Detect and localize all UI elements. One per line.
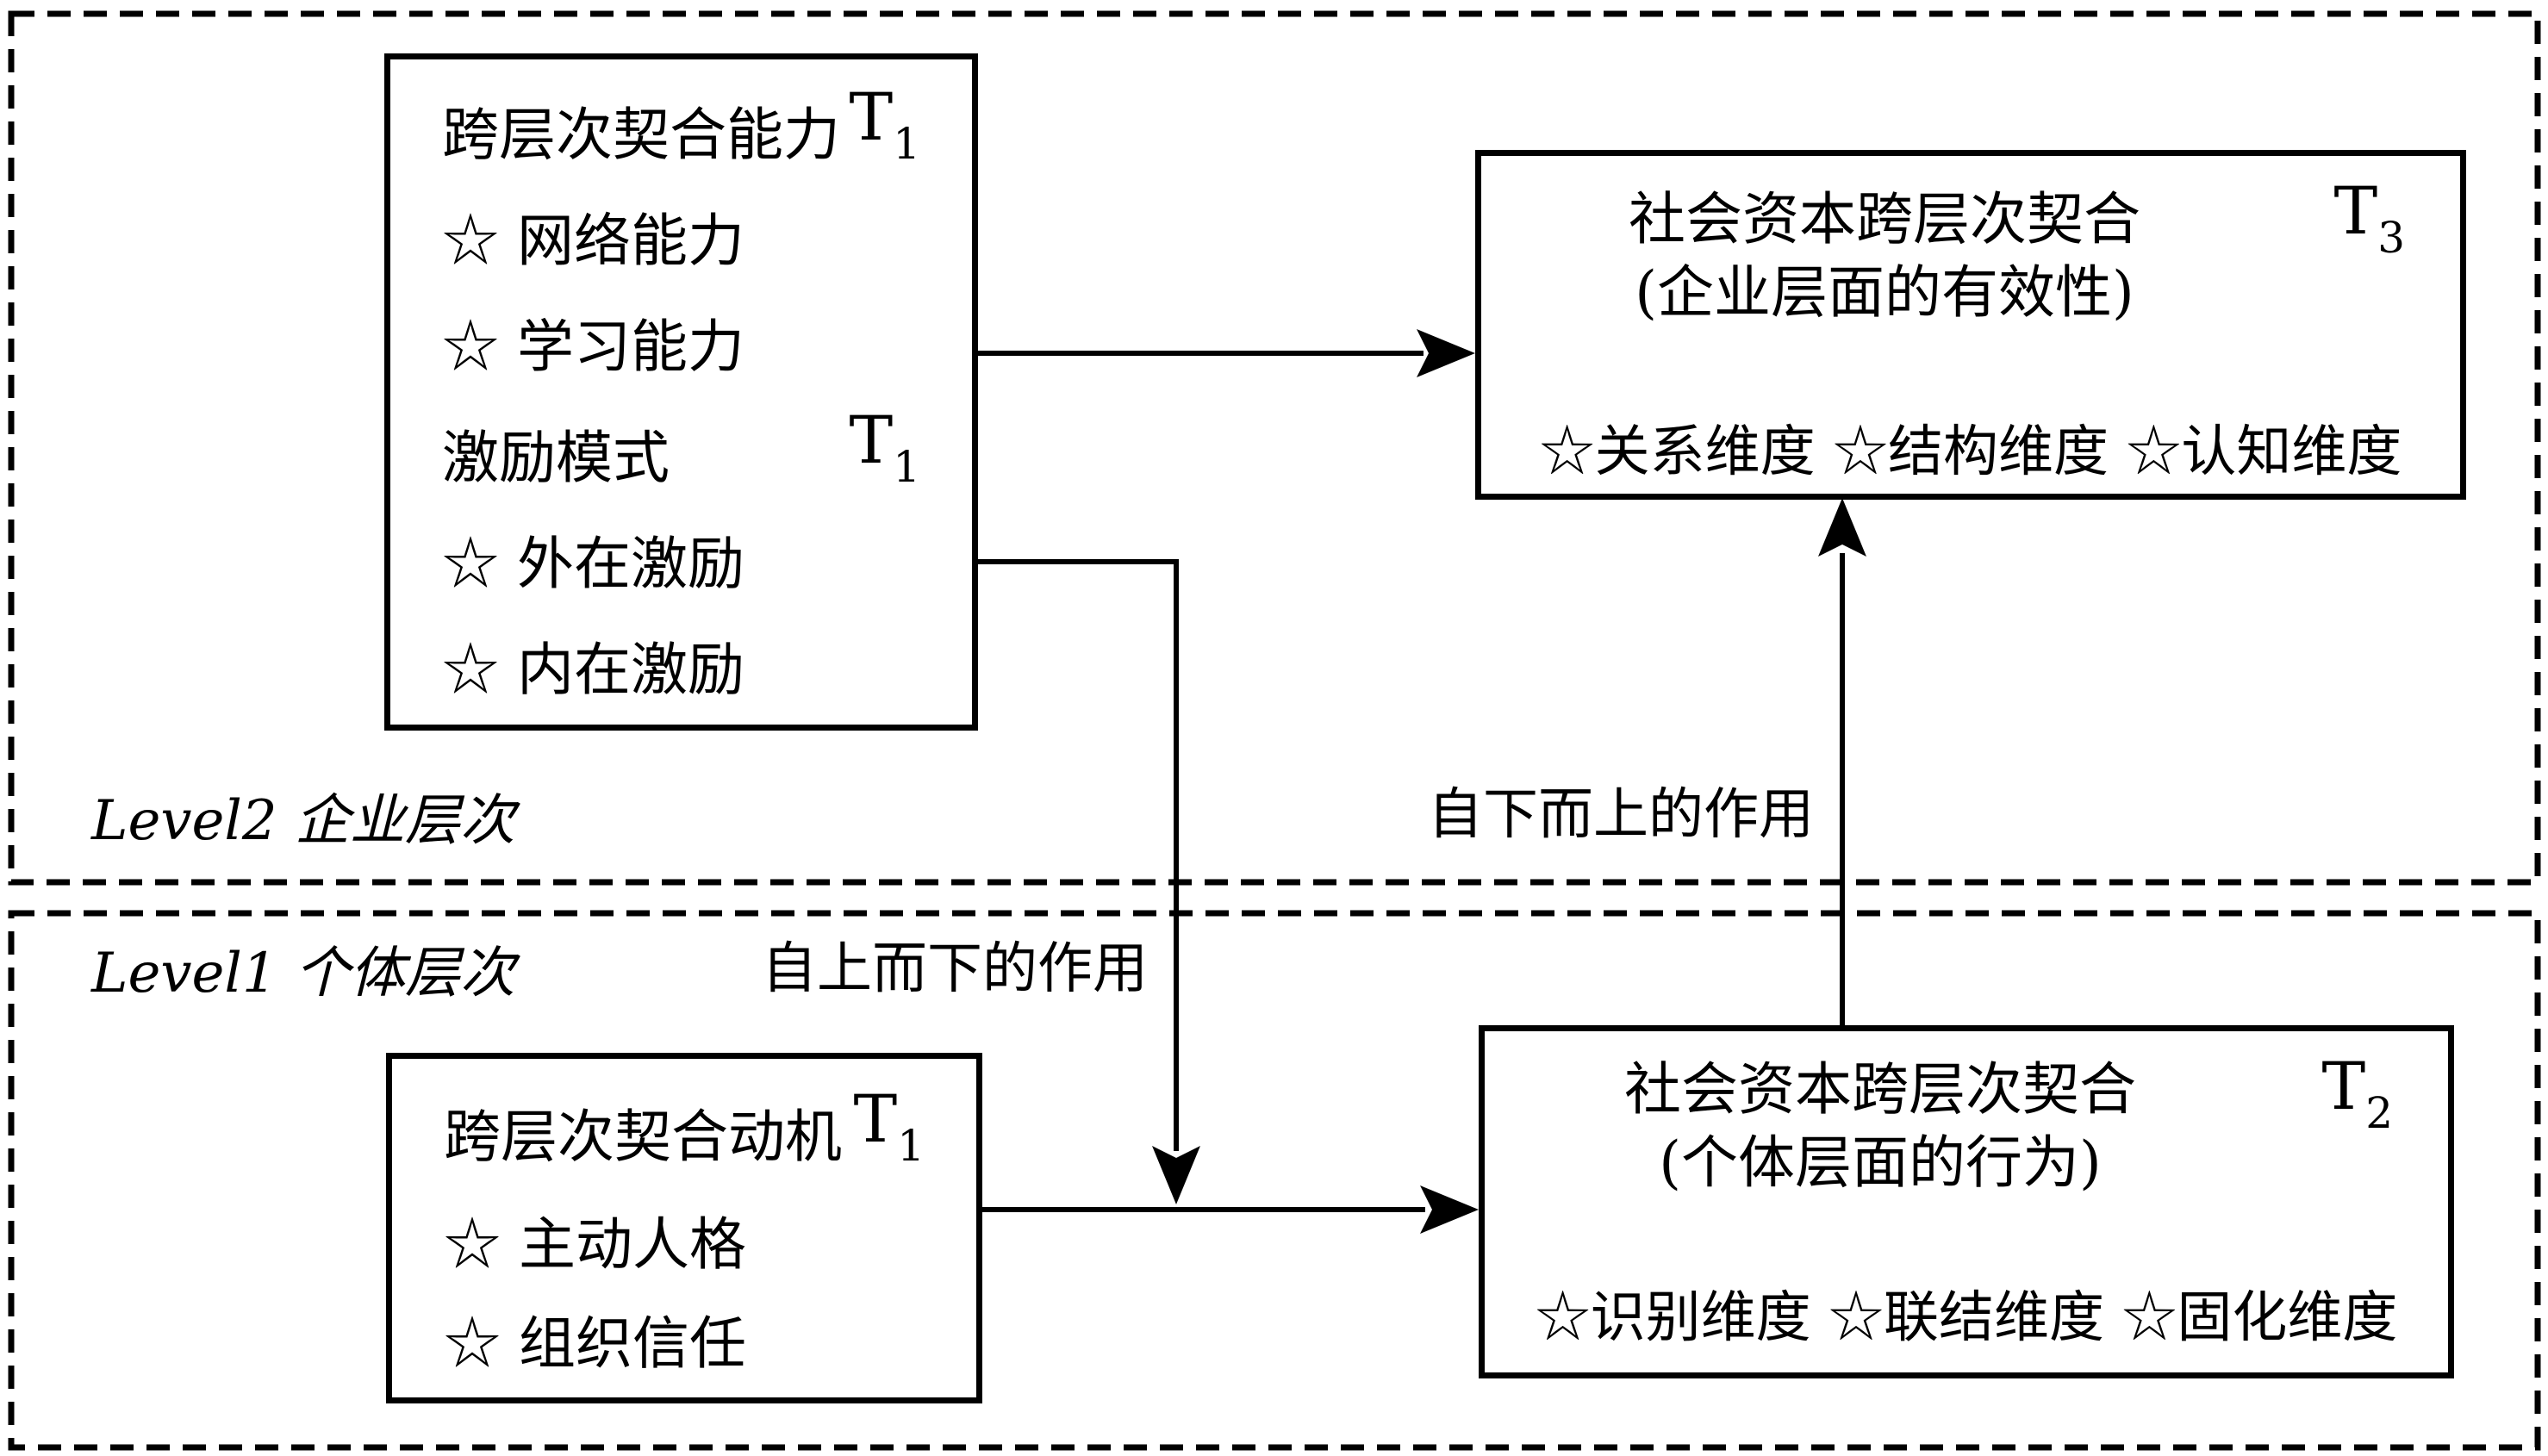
capability-item-learning: ☆ 学习能力 [390,311,972,383]
firm-fit-dimensions: ☆关系维度 ☆结构维度 ☆认知维度 [1481,416,2460,488]
capability-time-label: T1 [849,78,920,169]
star-item-label: ☆ 学习能力 [442,314,744,380]
motivation-time-label: T1 [853,1080,925,1171]
motivation-to-individual-fit-arrowhead [1420,1185,1479,1234]
star-item-label: ☆ 主动人格 [444,1211,746,1278]
individual-fit-time-label: T2 [2321,1048,2393,1138]
firm-fit-title-text: 社会资本跨层次契合 [1629,186,2140,252]
star-item-label: ☆ 网络能力 [442,208,744,274]
capability-item-network: ☆ 网络能力 [390,205,972,277]
incentive-title: 激励模式 [442,425,670,491]
individual-fit-dimensions: ☆识别维度 ☆联结维度 ☆固化维度 [1485,1282,2448,1354]
bottom-up-arrowhead [1818,498,1866,557]
top-down-elbow-arrow-line [978,559,1179,1151]
level1-label: Level1 个体层次 [91,942,515,1005]
level1-dashed-border [8,910,2541,1451]
firm-fit-title: 社会资本跨层次契合 [1481,184,2460,256]
individual-fit-title-text: 社会资本跨层次契合 [1624,1056,2136,1123]
motivation-item-proactive: ☆ 主动人格 [392,1209,976,1281]
star-item-label: ☆ 外在激励 [442,531,744,597]
firm-fit-box: T3 社会资本跨层次契合 (企业层面的有效性) ☆关系维度 ☆结构维度 ☆认知维… [1475,150,2466,500]
star-item-label: ☆ 组织信任 [444,1310,746,1377]
motivation-title: 跨层次契合动机 [444,1104,842,1170]
individual-fit-subtitle: (个体层面的行为) [1485,1127,2448,1199]
motivation-box: 跨层次契合动机 T1 ☆ 主动人格 ☆ 组织信任 [386,1053,982,1403]
motivation-title-row: 跨层次契合动机 T1 [392,1086,976,1173]
capability-title: 跨层次契合能力 [442,102,840,168]
top-down-effect-label: 自上而下的作用 [762,937,1148,1001]
motivation-item-trust: ☆ 组织信任 [392,1308,976,1380]
individual-fit-dimensions-text: ☆识别维度 ☆联结维度 ☆固化维度 [1535,1286,2398,1350]
firm-fit-subtitle: (企业层面的有效性) [1481,257,2460,329]
capability-title-row: 跨层次契合能力 T1 [390,84,972,171]
bottom-up-effect-label: 自下而上的作用 [1428,783,1814,847]
incentive-time-label: T1 [849,401,920,492]
individual-fit-title: 社会资本跨层次契合 [1485,1054,2448,1126]
individual-fit-box: T2 社会资本跨层次契合 (个体层面的行为) ☆识别维度 ☆联结维度 ☆固化维度 [1479,1025,2454,1378]
top-down-arrowhead [1152,1146,1200,1204]
capability-to-firm-fit-arrowhead [1417,329,1475,377]
firm-fit-dimensions-text: ☆关系维度 ☆结构维度 ☆认知维度 [1539,420,2402,484]
firm-fit-time-label: T3 [2333,172,2405,263]
star-item-label: ☆ 内在激励 [442,637,744,703]
incentive-title-row: 激励模式 T1 [390,408,972,495]
level2-dashed-border [8,10,2541,886]
incentive-item-extrinsic: ☆ 外在激励 [390,528,972,600]
capability-incentive-box: 跨层次契合能力 T1 ☆ 网络能力 ☆ 学习能力 激励模式 T1 ☆ 外在激励 … [384,53,978,731]
level2-label: Level2 企业层次 [91,789,515,853]
firm-fit-subtitle-text: (企业层面的有效性) [1635,259,2134,326]
individual-fit-subtitle-text: (个体层面的行为) [1659,1129,2102,1196]
incentive-item-intrinsic: ☆ 内在激励 [390,634,972,706]
